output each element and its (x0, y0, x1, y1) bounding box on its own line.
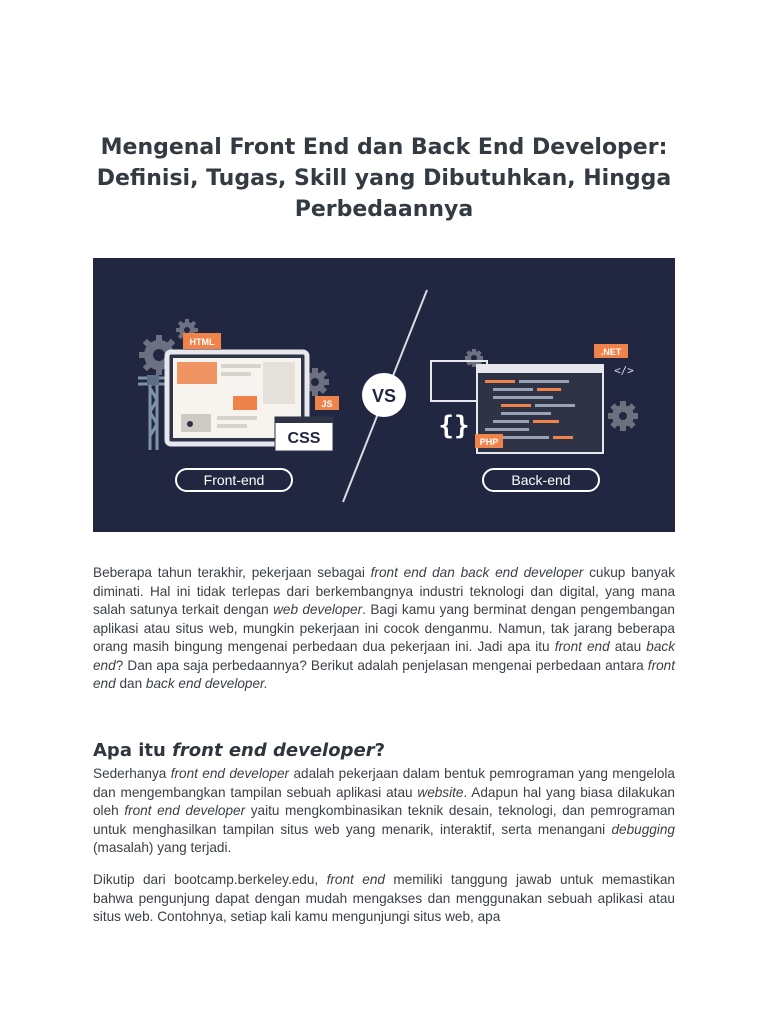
front-end-label: Front-end (175, 468, 293, 492)
net-tag: .NET (594, 344, 628, 358)
gear-icon (301, 368, 329, 396)
svg-text:JS: JS (321, 399, 332, 409)
document-title: Mengenal Front End dan Back End Develope… (96, 135, 672, 222)
svg-text:VS: VS (372, 386, 396, 406)
php-tag: PHP (475, 434, 503, 448)
js-tag: JS (315, 396, 339, 410)
svg-text:CSS: CSS (288, 430, 321, 447)
section-heading: Apa itu front end developer? (93, 740, 386, 761)
html-tag: HTML (183, 333, 221, 349)
back-end-label: Back-end (482, 468, 600, 492)
vs-badge: VS (362, 373, 406, 417)
svg-text:.NET: .NET (601, 347, 622, 357)
css-window: CSS (274, 416, 334, 452)
monitor-graphic (164, 349, 310, 447)
gear-icon (608, 401, 638, 431)
intro-paragraph: Beberapa tahun terakhir, pekerjaan sebag… (93, 565, 675, 691)
svg-text:Back-end: Back-end (511, 472, 570, 488)
hero-illustration: HTML JS CSS Front-end V (93, 258, 675, 532)
braces-icon: {} (438, 411, 469, 441)
code-icon: </> (614, 364, 634, 377)
svg-text:Front-end: Front-end (204, 472, 265, 488)
svg-text:PHP: PHP (480, 437, 499, 447)
section-paragraph-1: Sederhanya front end developer adalah pe… (93, 766, 675, 855)
section-paragraph-2: Dikutip dari bootcamp.berkeley.edu, fron… (93, 872, 675, 924)
svg-text:HTML: HTML (190, 337, 215, 347)
